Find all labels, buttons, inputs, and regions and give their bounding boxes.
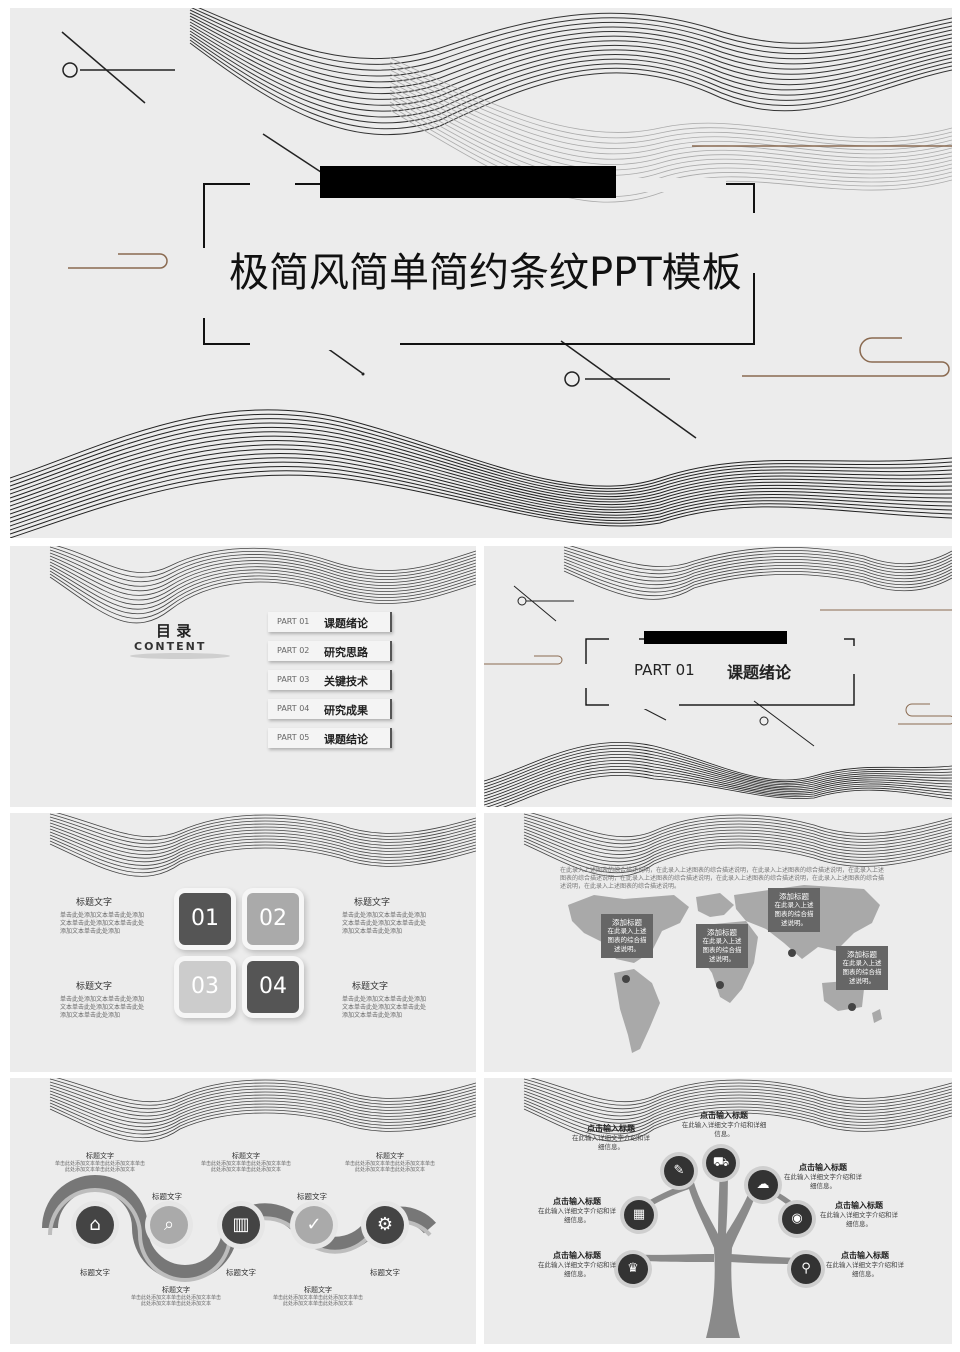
cover-title: 极简风简单简约条纹PPT模板	[229, 250, 742, 296]
numbers-decoration	[49, 813, 476, 877]
wave-bottom-label-1: 标题文字	[80, 1268, 110, 1277]
trophy-icon: ♛	[627, 1261, 639, 1276]
tree-label-5: 点击输入标题 在此输入详细文字介绍和详细信息。	[820, 1201, 898, 1228]
toc-item-1[interactable]: PART 01 课题绪论	[268, 612, 392, 632]
tree-node-2[interactable]: ⛟	[706, 1148, 736, 1178]
tree-label-6: 点击输入标题 在此输入详细文字介绍和详细信息。	[538, 1251, 616, 1278]
tree-trunk	[686, 1154, 762, 1338]
wave-circle-3[interactable]: ▥	[222, 1206, 260, 1244]
pencil-icon: ✎	[673, 1163, 685, 1178]
pin-icon: ⚲	[801, 1261, 811, 1276]
toc-subtitle: CONTENT	[134, 640, 207, 653]
wave-slide[interactable]: ⌂ ⌕ ▥ ✓ ⚙ 标题文字 单击此处添加文本单击此处添加文本单击此处添加文本单…	[10, 1078, 476, 1344]
wave-circle-2[interactable]: ⌕	[150, 1206, 188, 1244]
map-slide[interactable]: 在此录入上述图表的综合描述说明，在此录入上述图表的综合描述说明，在此录入上述图表…	[484, 813, 952, 1072]
map-callout-3: 添加标题 在此录入上述图表的综合描述说明。	[768, 888, 820, 932]
wave-bottom-block-1: 标题文字 单击此处添加文本单击此处添加文本单击此处添加文本单击此处添加文本	[130, 1286, 221, 1307]
toc-item-label: 关键技术	[324, 675, 368, 688]
wave-circle-5[interactable]: ⚙	[366, 1206, 404, 1244]
square-02: 02	[247, 893, 299, 945]
toc-title: 目 录	[156, 622, 192, 640]
chat-icon: ☁	[756, 1177, 770, 1192]
toc-decoration	[49, 546, 476, 659]
wave-bottom-label-3: 标题文字	[370, 1268, 400, 1277]
text-block-4: 标题文字 单击此处添加文本单击此处添加文本单击此处添加文本单击此处添加文本单击此…	[342, 982, 427, 1019]
tree-label-3: 点击输入标题 在此输入详细文字介绍和详细信息。	[784, 1163, 862, 1190]
bar-chart-icon: ▥	[232, 1214, 250, 1235]
toc-item-part: PART 01	[277, 617, 310, 626]
tree-node-3[interactable]: ☁	[748, 1170, 778, 1200]
wave-bottom-label-2: 标题文字	[226, 1268, 256, 1277]
toc-item-part: PART 04	[277, 704, 310, 713]
toc-item-label: 研究成果	[324, 704, 368, 717]
toc-item-label: 课题结论	[324, 733, 368, 746]
tree-label-4: 点击输入标题 在此输入详细文字介绍和详细信息。	[538, 1197, 616, 1224]
wave-mid-label-1: 标题文字	[152, 1192, 182, 1201]
text-block-3: 标题文字 单击此处添加文本单击此处添加文本单击此处添加文本单击此处添加文本单击此…	[60, 982, 145, 1019]
toc-item-part: PART 05	[277, 733, 310, 742]
tree-node-6[interactable]: ♛	[618, 1254, 648, 1284]
tree-label-2: 点击输入标题 在此输入详细文字介绍和详细信息。	[572, 1124, 650, 1151]
map-callout-1: 添加标题 在此录入上述图表的综合描述说明。	[601, 914, 653, 958]
toc-item-label: 课题绪论	[324, 617, 368, 630]
tree-node-5[interactable]: ◉	[782, 1204, 812, 1234]
tree-decoration	[523, 1078, 952, 1338]
toc-item-part: PART 02	[277, 646, 310, 655]
square-04: 04	[247, 961, 299, 1013]
tree-slide[interactable]: ✎ ⛟ ☁ ▦ ◉ ♛ ⚲ 点击输入标题 在此输入详细文字介绍和详细信息。 点击…	[484, 1078, 952, 1344]
wave-top-block-1: 标题文字 单击此处添加文本单击此处添加文本单击此处添加文本单击此处添加文本	[54, 1152, 145, 1173]
tree-label-1: 点击输入标题 在此输入详细文字介绍和详细信息。	[681, 1111, 767, 1138]
toc-item-2[interactable]: PART 02 研究思路	[268, 641, 392, 661]
tree-node-1[interactable]: ✎	[664, 1156, 694, 1186]
tree-node-4[interactable]: ▦	[624, 1200, 654, 1230]
section-decoration	[484, 546, 952, 807]
wave-mid-label-2: 标题文字	[297, 1192, 327, 1201]
title-bar	[320, 166, 616, 198]
square-01: 01	[179, 893, 231, 945]
map-callout-2: 添加标题 在此录入上述图表的综合描述说明。	[696, 924, 748, 968]
toc-item-3[interactable]: PART 03 关键技术	[268, 670, 392, 690]
toc-item-5[interactable]: PART 05 课题结论	[268, 728, 392, 748]
wave-bottom-block-2: 标题文字 单击此处添加文本单击此处添加文本单击此处添加文本单击此处添加文本	[272, 1286, 363, 1307]
text-block-2: 标题文字 单击此处添加文本单击此处添加文本单击此处添加文本单击此处添加文本单击此…	[342, 898, 427, 935]
weibo-icon: ◉	[791, 1211, 803, 1226]
section-slide[interactable]: PART 01 课题绪论	[484, 546, 952, 807]
tree-label-7: 点击输入标题 在此输入详细文字介绍和详细信息。	[826, 1251, 904, 1278]
map-callout-4: 添加标题 在此录入上述图表的综合描述说明。	[836, 946, 888, 990]
text-block-1: 标题文字 单击此处添加文本单击此处添加文本单击此处添加文本单击此处添加文本单击此…	[60, 898, 145, 935]
section-part: PART 01	[634, 661, 695, 679]
cover-decoration	[10, 8, 952, 538]
cover-slide[interactable]: 极简风简单简约条纹PPT模板	[10, 8, 952, 538]
numbers-slide[interactable]: 01 02 03 04 标题文字 单击此处添加文本单击此处添加文本单击此处添加文…	[10, 813, 476, 1072]
wave-decoration	[42, 1078, 476, 1282]
map-intro: 在此录入上述图表的综合描述说明，在此录入上述图表的综合描述说明，在此录入上述图表…	[560, 867, 885, 890]
section-title: 课题绪论	[727, 663, 792, 682]
home-icon: ⌂	[89, 1214, 101, 1235]
search-icon: ⌕	[163, 1214, 175, 1235]
toc-item-4[interactable]: PART 04 研究成果	[268, 699, 392, 719]
check-icon: ✓	[306, 1214, 322, 1235]
square-03: 03	[179, 961, 231, 1013]
toc-item-part: PART 03	[277, 675, 310, 684]
wave-top-block-3: 标题文字 单击此处添加文本单击此处添加文本单击此处添加文本单击此处添加文本	[344, 1152, 435, 1173]
map-pins	[622, 949, 856, 1011]
wave-circle-4[interactable]: ✓	[295, 1206, 333, 1244]
wave-top-block-2: 标题文字 单击此处添加文本单击此处添加文本单击此处添加文本单击此处添加文本	[200, 1152, 291, 1173]
tree-node-7[interactable]: ⚲	[791, 1254, 821, 1284]
gear-icon: ⚙	[376, 1214, 394, 1235]
toc-item-label: 研究思路	[324, 646, 368, 659]
world-map	[568, 885, 882, 1053]
wave-circle-1[interactable]: ⌂	[76, 1206, 114, 1244]
qr-code-icon: ▦	[632, 1207, 646, 1222]
truck-icon: ⛟	[712, 1155, 730, 1170]
